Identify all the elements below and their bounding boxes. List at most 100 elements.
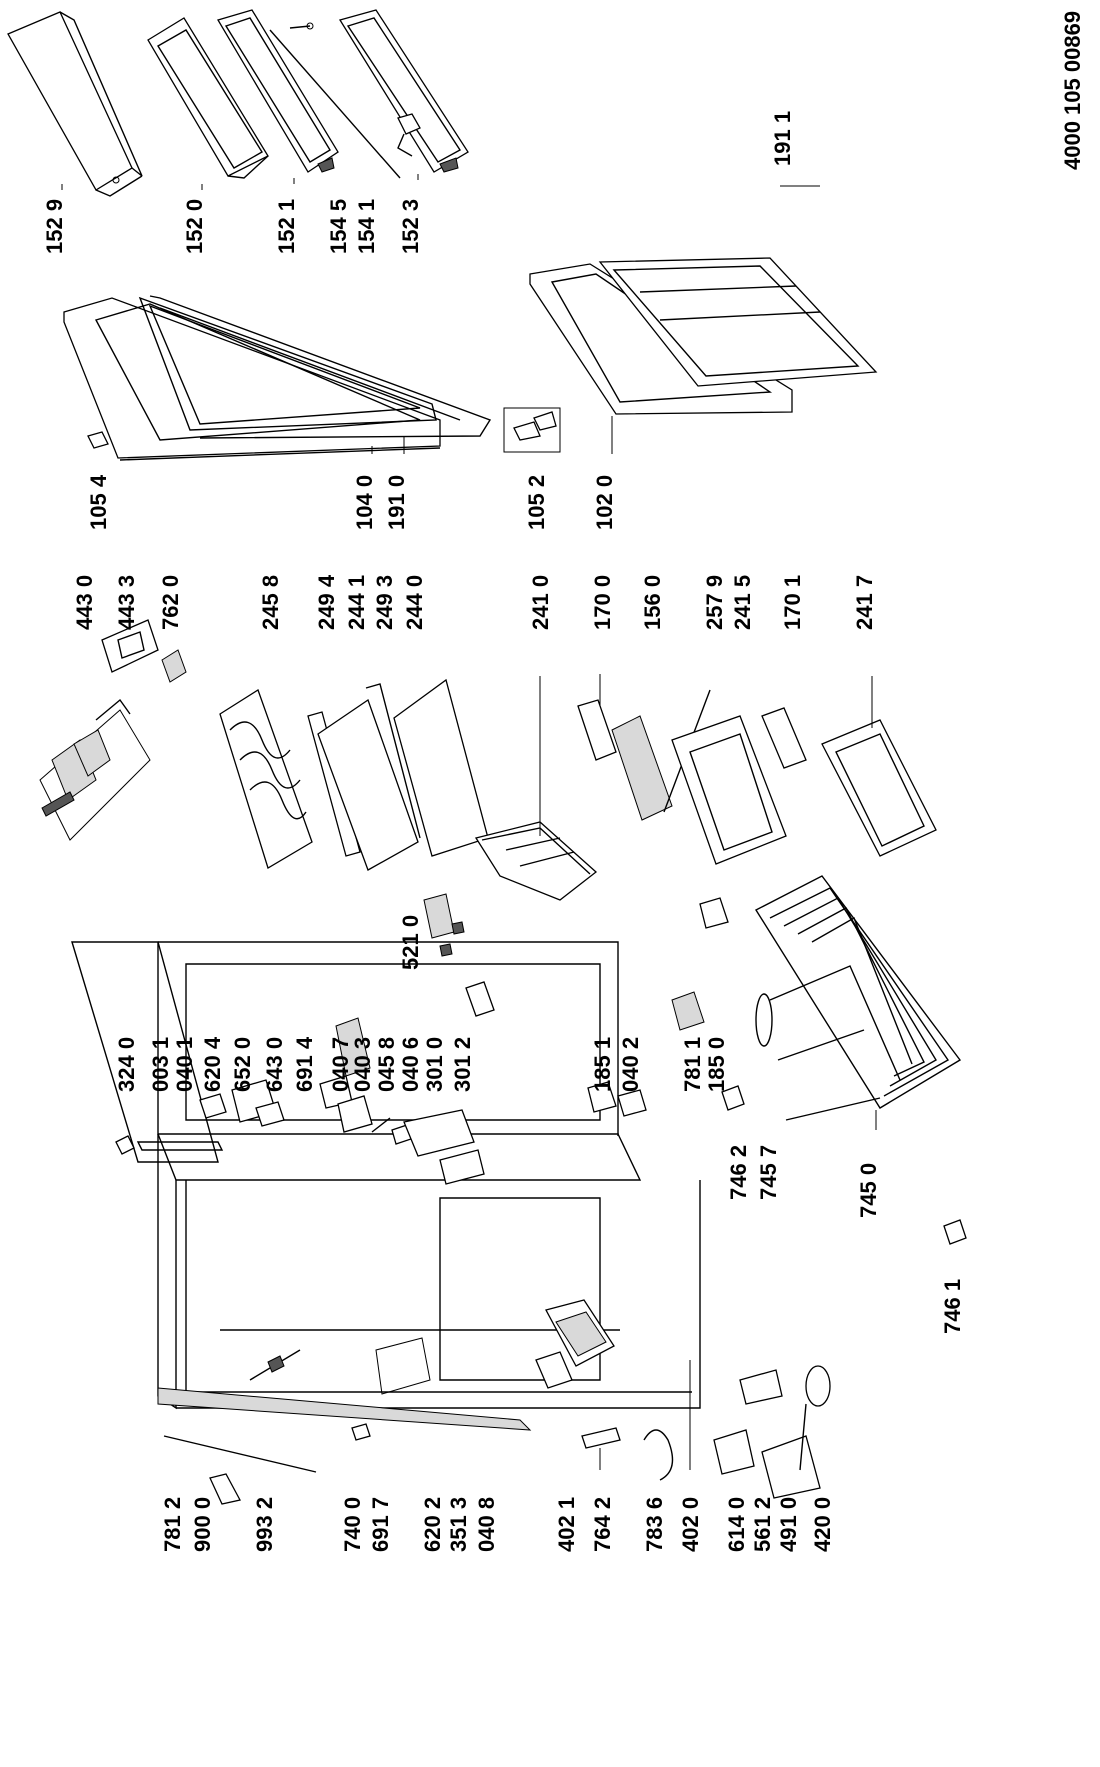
control-panel-3010 xyxy=(403,1109,475,1157)
sensors-6202-3513 xyxy=(439,921,465,957)
ice-tray-1560 xyxy=(611,715,673,821)
part-label: 102 0 xyxy=(592,475,617,530)
part-label: 040 7 xyxy=(328,1037,353,1092)
cover-4910 xyxy=(761,1435,821,1499)
part-label: 003 1 xyxy=(148,1037,173,1092)
part-label: 152 1 xyxy=(274,199,299,254)
bottle-rack-2458 xyxy=(219,689,313,869)
part-label: 104 0 xyxy=(352,475,377,530)
capacitor-4200 xyxy=(799,1365,831,1471)
part-label: 154 1 xyxy=(354,199,379,254)
electronics-5210 xyxy=(423,893,455,939)
strip-7812 xyxy=(163,1435,317,1473)
drain-9932 xyxy=(249,1349,301,1381)
cover-4433 xyxy=(101,619,159,673)
part-label: 443 3 xyxy=(114,575,139,630)
bracket-0408 xyxy=(465,981,495,1017)
bulb-6430 xyxy=(255,1101,285,1127)
part-label: 154 5 xyxy=(326,199,351,254)
flap-1701 xyxy=(761,707,807,769)
part-label: 152 9 xyxy=(42,199,67,254)
ring-7457 xyxy=(755,993,773,1047)
drawer-2410 xyxy=(474,821,598,901)
part-label: 745 7 xyxy=(756,1145,781,1200)
thermostat-6204 xyxy=(199,1093,227,1119)
part-label: 620 2 xyxy=(420,1497,445,1552)
pipe-7836 xyxy=(643,1429,674,1481)
part-label: 351 3 xyxy=(446,1497,471,1552)
part-label: 762 0 xyxy=(158,575,183,630)
part-label: 040 3 xyxy=(350,1037,375,1092)
part-label: 257 9 xyxy=(702,575,727,630)
clip-7462 xyxy=(721,1085,745,1111)
top-cover-3240 xyxy=(115,1135,135,1155)
compressor-4020 xyxy=(545,1299,615,1367)
label-6917 xyxy=(375,1337,431,1395)
drawer-2415 xyxy=(671,715,787,865)
part-label: 781 2 xyxy=(160,1497,185,1552)
part-label: 170 1 xyxy=(780,575,805,630)
part-label: 040 1 xyxy=(172,1037,197,1092)
door-bin-1521 xyxy=(217,9,339,173)
part-label: 185 1 xyxy=(590,1037,615,1092)
bracket-9000 xyxy=(209,1473,241,1505)
part-label: 491 0 xyxy=(776,1497,801,1552)
hinge-1052 xyxy=(503,407,561,453)
wire-shelves-7450 xyxy=(755,875,962,1121)
relay-6140 xyxy=(713,1429,755,1475)
part-label: 040 8 xyxy=(474,1497,499,1552)
part-label: 241 5 xyxy=(730,575,755,630)
part-label: 244 0 xyxy=(402,575,427,630)
flap-1700 xyxy=(577,699,617,761)
leader-lines xyxy=(61,174,877,1470)
part-label: 740 0 xyxy=(340,1497,365,1552)
part-label: 241 7 xyxy=(852,575,877,630)
part-label: 443 0 xyxy=(72,575,97,630)
part-label: 249 3 xyxy=(372,575,397,630)
part-label: 045 8 xyxy=(374,1037,399,1092)
clip-7461 xyxy=(943,1219,967,1245)
part-label: 245 8 xyxy=(258,575,283,630)
light-cover-6914 xyxy=(335,1017,371,1077)
part-label: 170 0 xyxy=(590,575,615,630)
part-label: 191 1 xyxy=(770,111,795,166)
bar-1545-and-clip-1541 xyxy=(269,29,421,179)
upper-door-1040 xyxy=(63,295,492,461)
part-label: 781 1 xyxy=(680,1037,705,1092)
part-label: 783 6 xyxy=(642,1497,667,1552)
hinge-1054 xyxy=(87,431,109,449)
part-label: 691 7 xyxy=(368,1497,393,1552)
part-label: 561 2 xyxy=(750,1497,775,1552)
part-label: 745 0 xyxy=(856,1163,881,1218)
upper-gasket-1910 xyxy=(138,296,437,431)
part-label: 185 0 xyxy=(704,1037,729,1092)
part-label: 152 0 xyxy=(182,199,207,254)
part-label: 900 0 xyxy=(190,1497,215,1552)
part-label: 643 0 xyxy=(262,1037,287,1092)
part-label: 614 0 xyxy=(724,1497,749,1552)
starter-5612 xyxy=(739,1369,783,1405)
part-label: 301 2 xyxy=(450,1037,475,1092)
filter-7620 xyxy=(161,649,187,683)
part-label: 105 4 xyxy=(86,474,111,530)
glass-shelf-2441 xyxy=(317,698,419,871)
part-label: 040 6 xyxy=(398,1037,423,1092)
door-bin-1520 xyxy=(147,17,269,179)
part-label: 993 2 xyxy=(252,1497,277,1552)
lower-gasket-1911 xyxy=(598,257,878,387)
part-label: 746 2 xyxy=(726,1145,751,1200)
panel-0031 xyxy=(136,1141,224,1151)
part-label: 420 0 xyxy=(810,1497,835,1552)
drawer-2417 xyxy=(821,719,937,857)
filter-dryer-7642 xyxy=(581,1427,621,1449)
cover-1851 xyxy=(587,1081,617,1113)
foot-7400 xyxy=(351,1423,371,1441)
strip-3012 xyxy=(439,1149,485,1185)
part-label: 105 2 xyxy=(524,475,549,530)
lamp-assembly-4430 xyxy=(39,698,151,841)
part-label: 241 0 xyxy=(528,575,553,630)
part-label: 521 0 xyxy=(398,915,423,970)
part-label: 324 0 xyxy=(114,1037,139,1092)
part-labels: 152 9 152 0 152 1 154 5 154 1 152 3 191 … xyxy=(42,111,965,1552)
cover-1850 xyxy=(699,897,729,929)
